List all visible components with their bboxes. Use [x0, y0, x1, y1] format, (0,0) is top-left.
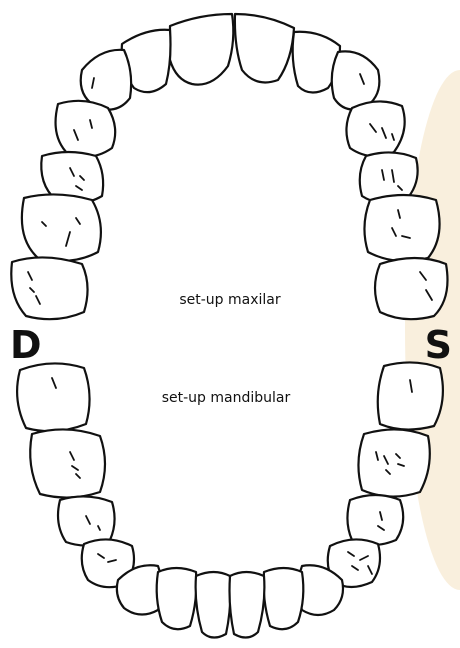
tooth-lower-right-second-molar[interactable]: [15, 362, 91, 433]
tooth-lower-left-second-molar[interactable]: [376, 361, 445, 431]
tooth-lower-left-first-molar[interactable]: [357, 428, 431, 498]
tooth-upper-right-second-molar[interactable]: [10, 256, 89, 321]
tooth-lower-left-central-incisor[interactable]: [228, 570, 266, 639]
upper-arch: [10, 12, 449, 321]
tooth-upper-left-central-incisor[interactable]: [233, 12, 296, 84]
tooth-upper-left-lateral-incisor[interactable]: [291, 30, 342, 94]
left-side-label: S: [425, 323, 452, 367]
tooth-upper-right-second-premolar[interactable]: [40, 150, 105, 205]
tooth-lower-right-second-premolar[interactable]: [56, 495, 116, 547]
tooth-upper-right-canine[interactable]: [79, 48, 133, 111]
tooth-upper-right-first-molar[interactable]: [20, 193, 103, 263]
tooth-lower-right-first-molar[interactable]: [29, 428, 107, 499]
right-side-label: D: [10, 323, 42, 367]
tooth-lower-left-lateral-incisor[interactable]: [262, 566, 305, 631]
tooth-upper-left-first-premolar[interactable]: [345, 100, 406, 158]
tooth-upper-right-central-incisor[interactable]: [168, 12, 235, 86]
tooth-upper-left-second-molar[interactable]: [373, 256, 449, 321]
tooth-upper-left-first-molar[interactable]: [363, 193, 441, 263]
tooth-lower-right-central-incisor[interactable]: [194, 570, 232, 639]
lower-arch-label: set-up mandibular: [162, 390, 291, 406]
tooth-upper-right-first-premolar[interactable]: [54, 99, 117, 159]
lower-arch: [15, 361, 445, 639]
lower-arch-marks: [51, 377, 413, 575]
tooth-lower-right-lateral-incisor[interactable]: [155, 566, 198, 631]
upper-arch-marks: [27, 73, 433, 305]
upper-arch-label: set-up maxilar: [179, 292, 281, 308]
tooth-lower-left-second-premolar[interactable]: [346, 493, 405, 547]
